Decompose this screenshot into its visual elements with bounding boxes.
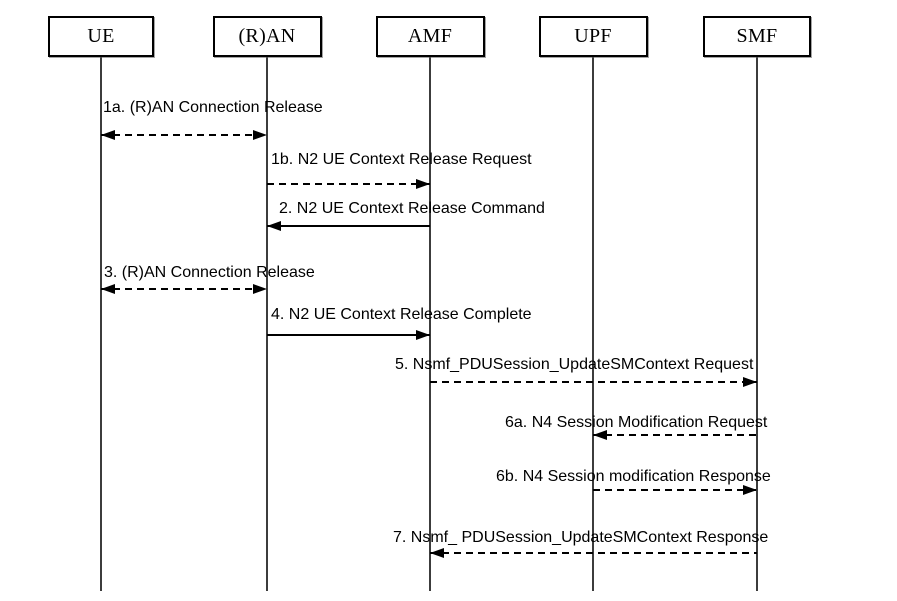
arrowhead-right-1a (253, 130, 267, 140)
message-label-3: 3. (R)AN Connection Release (104, 264, 315, 281)
message-line-6a (593, 434, 757, 436)
message-line-1a (101, 134, 267, 136)
message-label-6a: 6a. N4 Session Modification Request (505, 414, 768, 431)
message-line-4 (267, 334, 430, 336)
message-label-4: 4. N2 UE Context Release Complete (271, 306, 532, 323)
actor-box-amf: AMF (375, 16, 485, 57)
message-line-3 (101, 288, 267, 290)
actor-label-upf: UPF (574, 25, 612, 47)
arrowhead-right-4 (416, 330, 430, 340)
actor-box-smf: SMF (703, 16, 811, 57)
arrowhead-right-1b (416, 179, 430, 189)
message-line-2 (267, 225, 430, 227)
message-label-6b: 6b. N4 Session modification Response (496, 468, 771, 485)
lifeline-ran (266, 57, 268, 591)
actor-box-upf: UPF (538, 16, 648, 57)
message-label-1a: 1a. (R)AN Connection Release (103, 99, 323, 116)
message-label-7: 7. Nsmf_ PDUSession_UpdateSMContext Resp… (393, 529, 769, 546)
actor-label-ue: UE (87, 25, 115, 47)
message-label-1b: 1b. N2 UE Context Release Request (271, 151, 532, 168)
message-line-1b (267, 183, 430, 185)
actor-box-ran: (R)AN (212, 16, 322, 57)
lifeline-amf (429, 57, 431, 591)
arrowhead-right-6b (743, 485, 757, 495)
actor-label-smf: SMF (736, 25, 778, 47)
arrowhead-left-7 (430, 548, 444, 558)
arrowhead-left-2 (267, 221, 281, 231)
message-line-6b (593, 489, 757, 491)
lifeline-upf (592, 57, 594, 591)
lifeline-ue (100, 57, 102, 591)
actor-box-ue: UE (48, 16, 154, 57)
lifeline-smf (756, 57, 758, 591)
actor-label-amf: AMF (407, 25, 453, 47)
message-label-5: 5. Nsmf_PDUSession_UpdateSMContext Reque… (395, 356, 754, 373)
actor-label-ran: (R)AN (238, 25, 296, 47)
message-label-2: 2. N2 UE Context Release Command (279, 200, 545, 217)
arrowhead-right-5 (743, 377, 757, 387)
arrowhead-left-6a (593, 430, 607, 440)
arrowhead-left-3 (101, 284, 115, 294)
arrowhead-right-3 (253, 284, 267, 294)
arrowhead-left-1a (101, 130, 115, 140)
